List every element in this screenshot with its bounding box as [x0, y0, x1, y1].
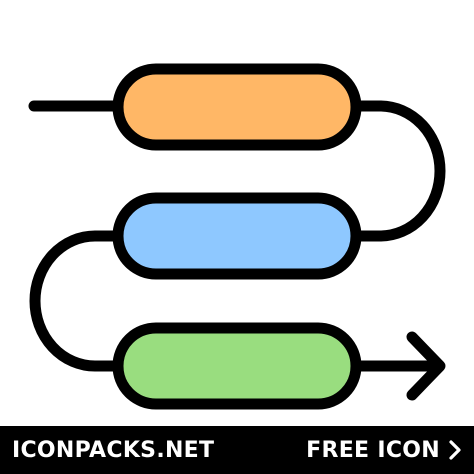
connector-left [29, 230, 126, 372]
free-icon-label: FREE ICON [306, 437, 440, 463]
brand-label[interactable]: ICONPACKS.NET [12, 437, 215, 463]
chevron-right-icon [449, 440, 461, 460]
step-3-pill [112, 322, 362, 410]
step-2-pill [112, 192, 362, 280]
step-1-pill [112, 63, 362, 151]
icon-area [28, 63, 446, 410]
connector-right [349, 100, 446, 242]
footer-bar: ICONPACKS.NET FREE ICON [0, 426, 474, 474]
arrow-head-icon [406, 331, 446, 401]
free-icon-link[interactable]: FREE ICON [306, 438, 462, 463]
process-flow-icon [28, 63, 446, 410]
